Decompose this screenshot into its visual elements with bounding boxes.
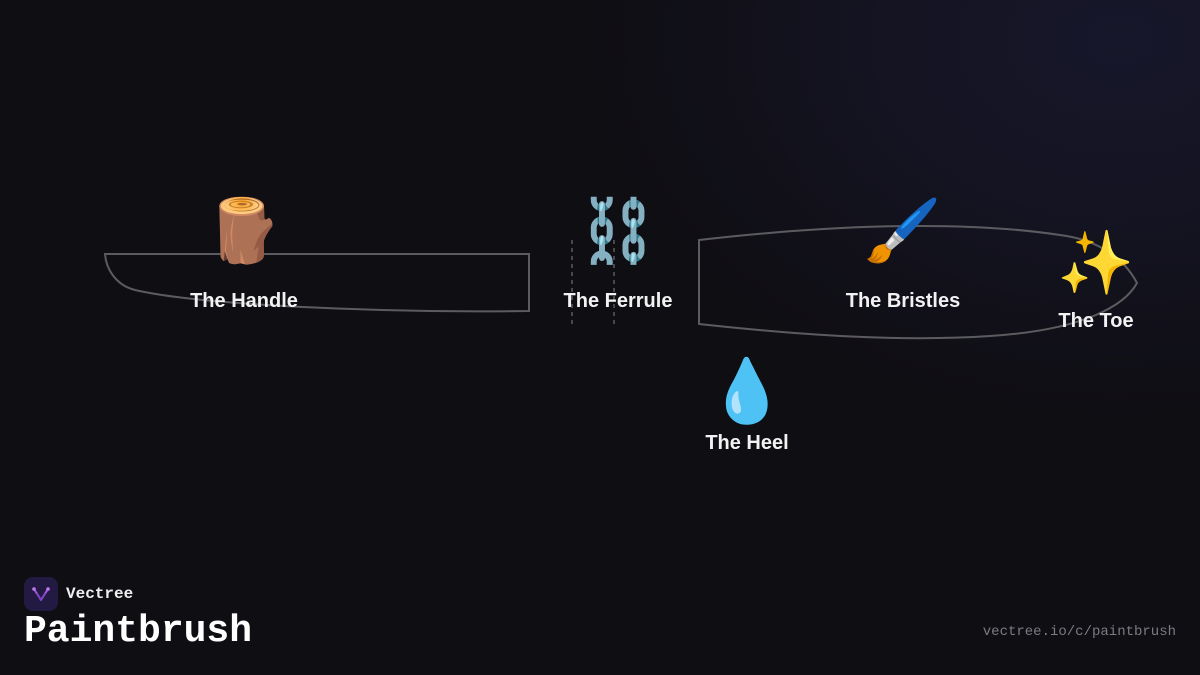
part-bristles: 🖌️ The Bristles [803, 196, 1003, 313]
bristles-outline [698, 224, 1139, 340]
chain-links-icon: ⛓️ [579, 197, 657, 266]
handle-outline [103, 253, 530, 313]
page-title: Paintbrush [24, 610, 253, 653]
water-droplet-icon: 💧 [708, 357, 786, 426]
brand-name: Vectree [66, 585, 134, 603]
sparkles-icon: ✨ [1057, 229, 1135, 298]
part-heel-label: The Heel [705, 432, 789, 454]
part-toe-label: The Toe [1058, 310, 1134, 332]
paintbrush-icon: 🖌️ [864, 197, 942, 266]
part-toe: ✨ The Toe [996, 228, 1196, 333]
part-handle: 🪵 The Handle [144, 196, 344, 313]
source-url[interactable]: vectree.io/c/paintbrush [982, 624, 1176, 640]
part-ferrule-label: The Ferrule [563, 290, 673, 312]
vectree-logo-icon [24, 577, 58, 611]
part-ferrule: ⛓️ The Ferrule [518, 196, 718, 313]
part-bristles-label: The Bristles [845, 290, 961, 312]
part-heel: 💧 The Heel [647, 356, 847, 455]
part-handle-label: The Handle [190, 290, 298, 312]
brand: Vectree [24, 577, 133, 611]
wood-log-icon: 🪵 [205, 197, 283, 266]
